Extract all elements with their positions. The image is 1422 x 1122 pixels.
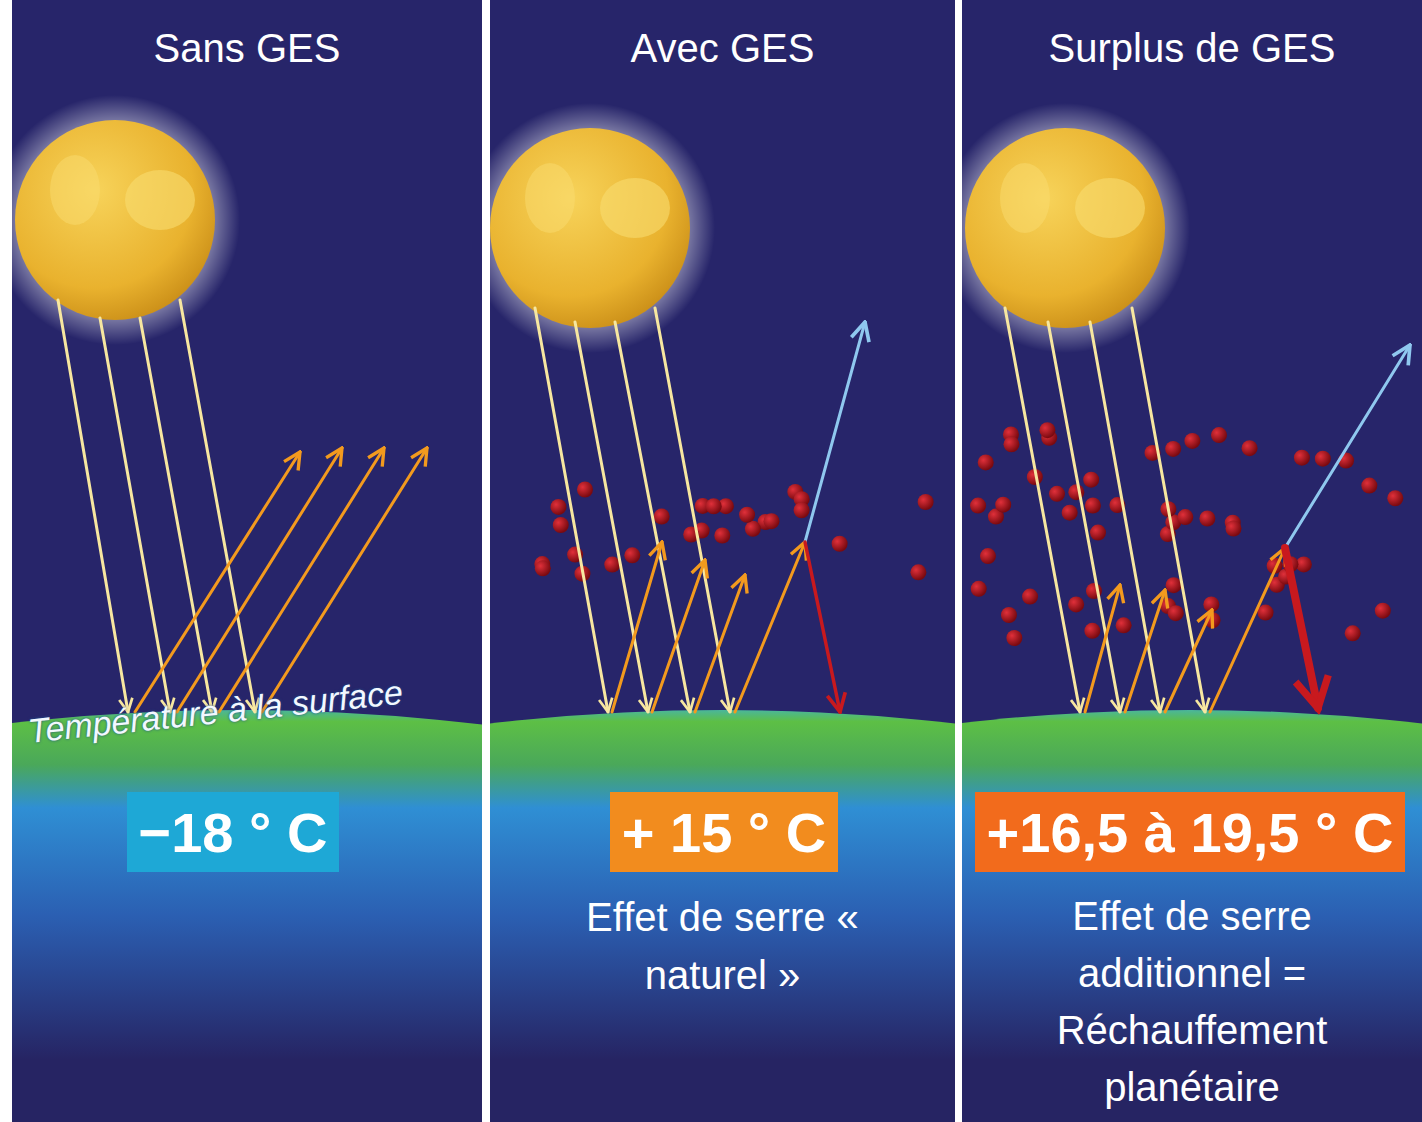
sun [12,95,240,345]
temperature-box: +16,5 à 19,5 ° C [975,792,1406,872]
panel-title: Surplus de GES [972,24,1412,72]
ges-molecules [534,422,1403,646]
temperature-value: −18 ° C [139,800,328,865]
sun [962,103,1190,353]
panel: Sans GES −18 ° C [12,0,482,1122]
temperature-value: + 15 ° C [622,800,827,865]
panel-title: Sans GES [27,24,467,72]
panel-title: Avec GES [503,24,943,72]
radiation-arrows [1005,308,1410,712]
temperature-box: + 15 ° C [610,792,839,872]
panel: Surplus de GES Effet de serre additionnel… [962,0,1422,1122]
panel: Avec GES Effet de serre « naturel » + 15 °… [490,0,955,1122]
radiation-arrows [535,308,865,712]
temperature-box: −18 ° C [127,792,340,872]
temperature-value: +16,5 à 19,5 ° C [987,800,1394,865]
sun [490,103,715,353]
radiation-arrows [58,300,427,712]
panel-caption: Effet de serre « naturel » [573,888,873,1004]
panel-caption: Effet de serre additionnel = Réchauffeme… [1027,888,1357,1116]
